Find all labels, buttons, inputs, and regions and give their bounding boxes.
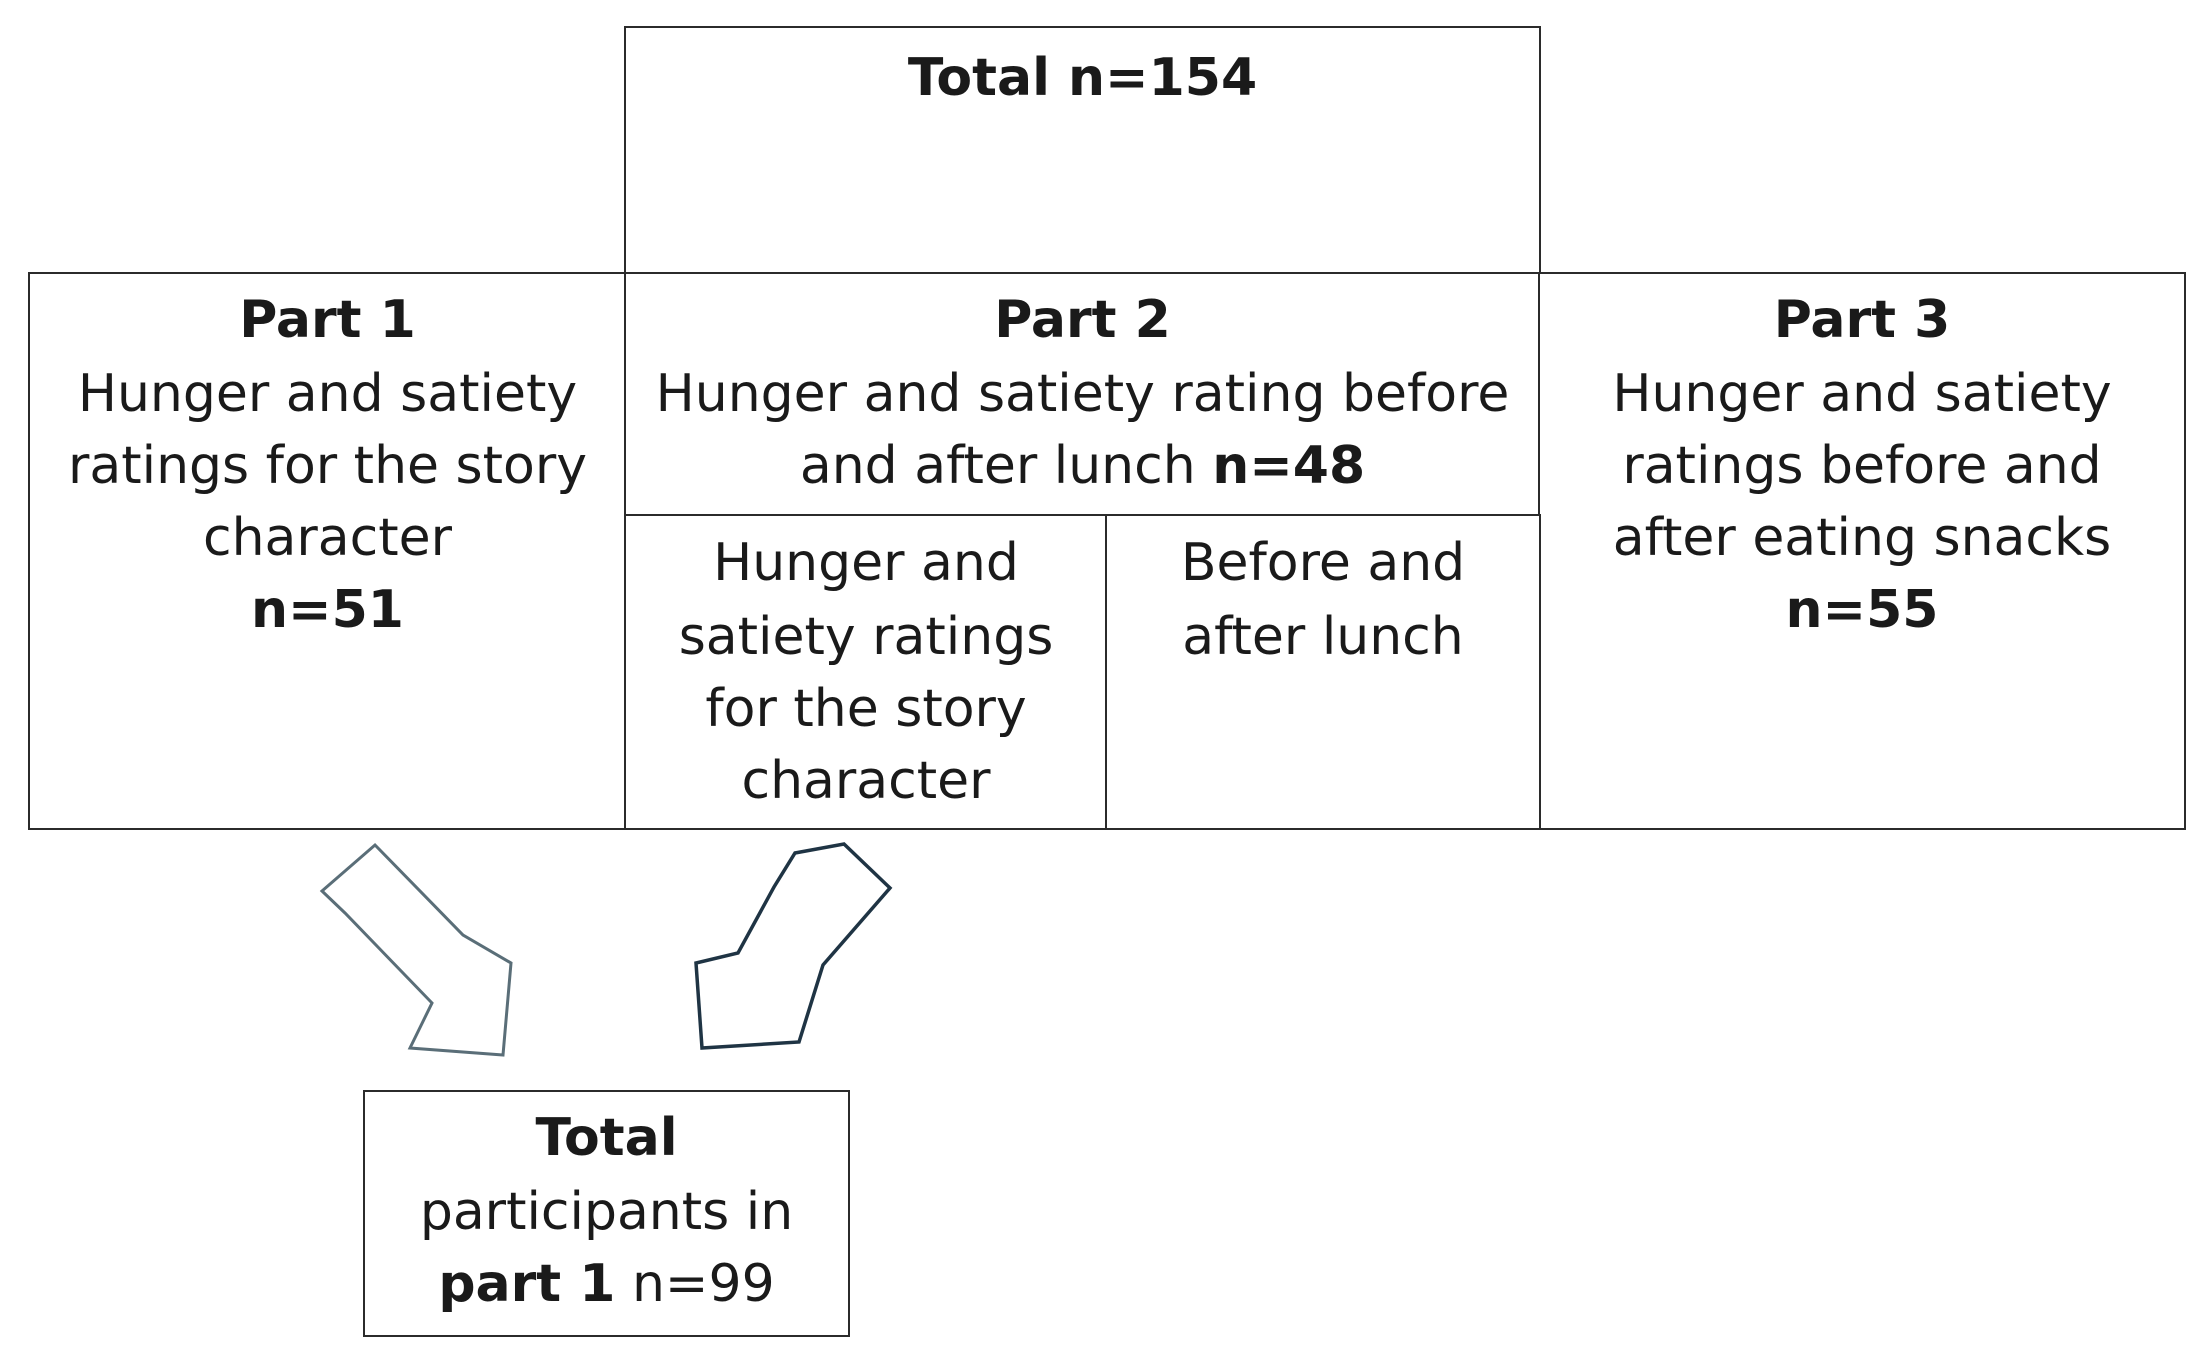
total-part1-part-label: part 1 [438,1254,616,1314]
total-part1-line2: part 1 n=99 [363,1248,850,1320]
part2-sub-right-line2: after lunch [1182,607,1464,667]
part1-line2: ratings for the story [67,436,587,496]
part2-line2-prefix: and after lunch [799,436,1213,496]
part2-sub-left-line3: for the story [705,679,1027,739]
total-box [624,26,1541,276]
total-part1-n: n=99 [615,1254,775,1314]
part2-sub-left-line2: satiety ratings [678,607,1054,667]
part2-line2: and after lunch n=48 [624,430,1541,502]
total-part1-title: Total [535,1108,678,1168]
arrow-right-icon [694,842,893,1050]
part3-line3: after eating snacks [1612,508,2112,568]
part2-line1: Hunger and satiety rating before [655,364,1510,424]
part3-title: Part 3 [1773,290,1951,350]
arrow-left-icon [319,842,513,1057]
part3-n: n=55 [1785,580,1939,640]
part2-title: Part 2 [994,290,1171,350]
part2-sub-left-box [624,514,1108,830]
total-part1-box [363,1090,850,1337]
part2-n: n=48 [1212,436,1366,496]
part2-sub-left-line4: character [741,751,991,811]
part2-sub-left-line1: Hunger and [713,533,1019,593]
part3-line1: Hunger and satiety [1612,364,2112,424]
total-label: Total n=154 [907,48,1258,108]
part2-sub-right-line1: Before and [1180,533,1466,593]
part3-line2: ratings before and [1622,436,2102,496]
part1-line3: character [202,508,452,568]
part1-title: Part 1 [239,290,416,350]
part2-sub-right-box [1105,514,1541,830]
part3-box [1538,272,2186,830]
total-part1-line1: participants in [419,1182,794,1242]
part1-box [28,272,627,830]
part1-line1: Hunger and satiety [77,364,578,424]
part1-n: n=51 [251,580,404,640]
